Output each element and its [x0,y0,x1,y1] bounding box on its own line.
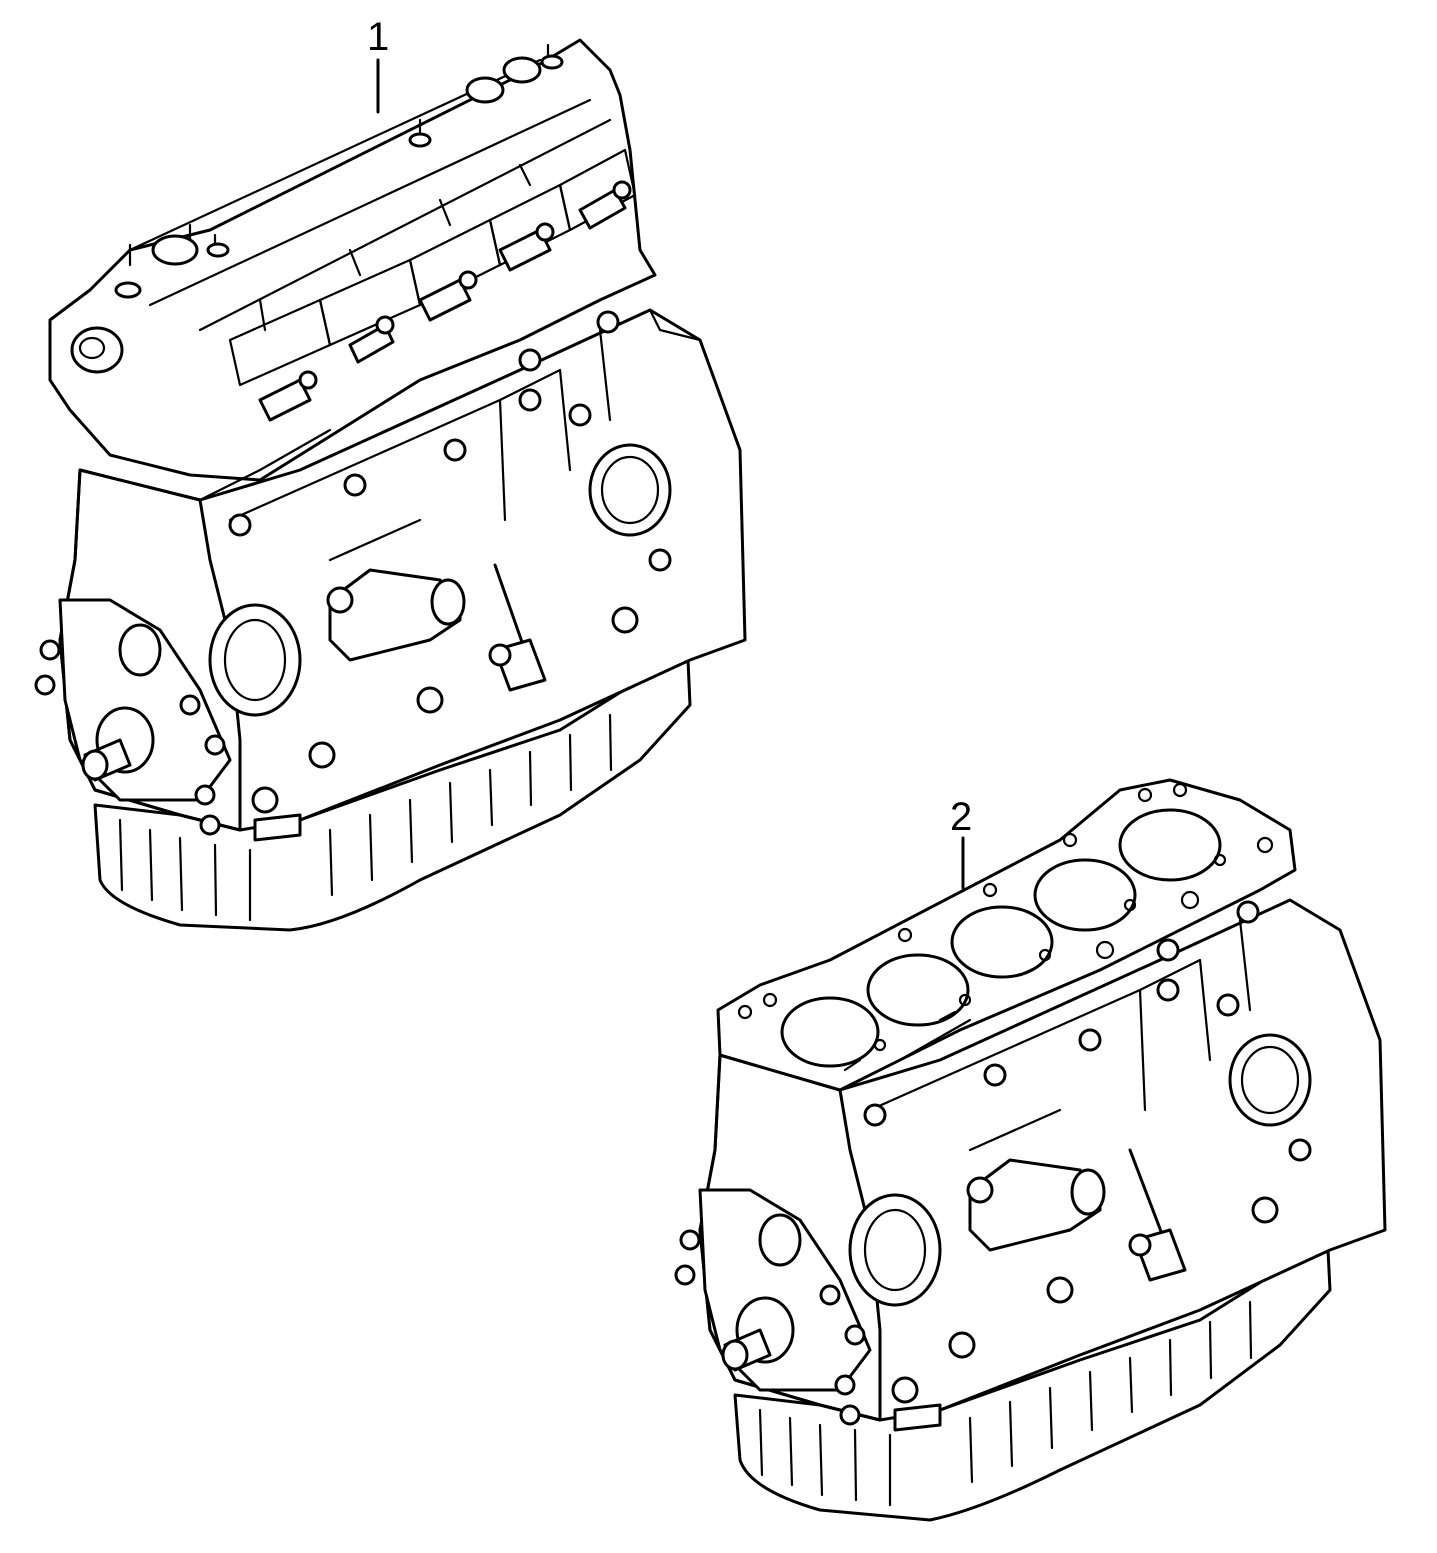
cylinder-bore-1 [780,996,880,1068]
engine-assembly-1[interactable] [34,38,747,932]
injector [258,180,632,422]
engine-assembly-2[interactable] [674,778,1387,1522]
cylinder-bore-5 [1118,808,1222,882]
callout-label-2: 2 [950,795,972,839]
callout-label-1: 1 [367,15,389,59]
cylinder-bore-2 [866,953,970,1027]
cylinder-bore-4 [1033,858,1137,932]
cylinder-bore-3 [950,905,1054,979]
callout-2[interactable]: 2 [950,795,972,890]
callout-1[interactable]: 1 [367,15,389,114]
